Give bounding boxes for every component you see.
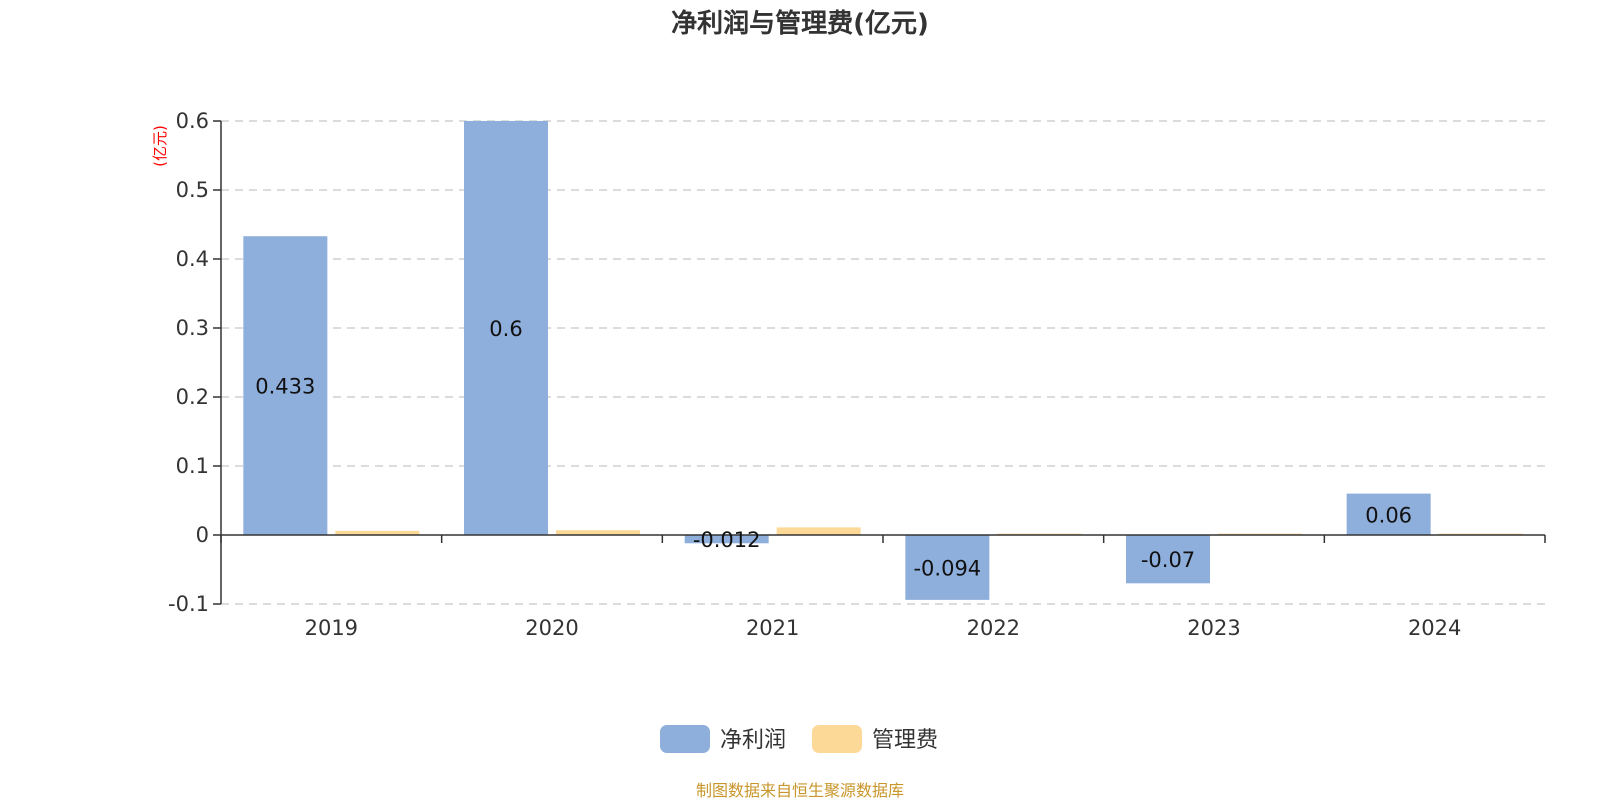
y-tick-label: 0.3 — [176, 316, 209, 340]
legend-item[interactable]: 净利润 — [660, 725, 786, 753]
data-label: 0.433 — [255, 375, 315, 399]
legend-label: 净利润 — [720, 728, 786, 753]
bars-layer — [243, 121, 1523, 600]
data-label: -0.094 — [913, 556, 981, 580]
legend-label: 管理费 — [872, 728, 938, 753]
y-tick-label: 0.4 — [176, 247, 209, 271]
y-tick-label: 0 — [196, 523, 209, 547]
data-label: 0.06 — [1365, 503, 1412, 527]
bar-net-profit — [905, 535, 990, 600]
x-tick-label: 2019 — [305, 616, 358, 640]
y-tick-label: 0.2 — [176, 385, 209, 409]
y-tick-label: 0.1 — [176, 454, 209, 478]
bar-net-profit — [1346, 493, 1431, 535]
data-source-note: 制图数据来自恒生聚源数据库 — [696, 781, 904, 800]
data-label: -0.012 — [693, 528, 761, 552]
data-label: -0.07 — [1141, 548, 1195, 572]
y-tick-label: 0.5 — [176, 178, 209, 202]
y-axis-unit-label: (亿元) — [151, 125, 169, 167]
gridlines — [221, 120, 1545, 605]
y-tick-label: -0.1 — [168, 592, 209, 616]
x-tick-label: 2021 — [746, 616, 799, 640]
bar-admin-expense — [335, 530, 420, 535]
bar-admin-expense — [776, 527, 861, 535]
x-tick-label: 2023 — [1187, 616, 1240, 640]
x-tick-label: 2024 — [1408, 616, 1461, 640]
legend-swatch — [660, 725, 710, 753]
bar-net-profit — [464, 121, 548, 535]
legend[interactable]: 净利润 管理费 — [660, 725, 938, 753]
legend-item[interactable]: 管理费 — [812, 725, 938, 753]
bar-net-profit — [684, 535, 769, 544]
bar-net-profit — [243, 236, 328, 536]
x-tick-label: 2020 — [525, 616, 578, 640]
chart-title: 净利润与管理费(亿元) — [671, 8, 929, 39]
y-tick-label: 0.6 — [176, 109, 209, 133]
x-tick-label: 2022 — [967, 616, 1020, 640]
bar-admin-expense — [556, 530, 640, 535]
data-label: 0.6 — [489, 317, 522, 341]
labels-layer: 0.433 0.6 -0.012 -0.094 -0.07 0.06 — [255, 317, 1412, 580]
bar-net-profit — [1126, 535, 1210, 584]
legend-swatch — [812, 725, 862, 753]
axes-layer: 0.6 0.5 0.4 0.3 0.2 0.1 0 -0.1 2019 2020 2021 2022 2… — [168, 109, 1546, 640]
